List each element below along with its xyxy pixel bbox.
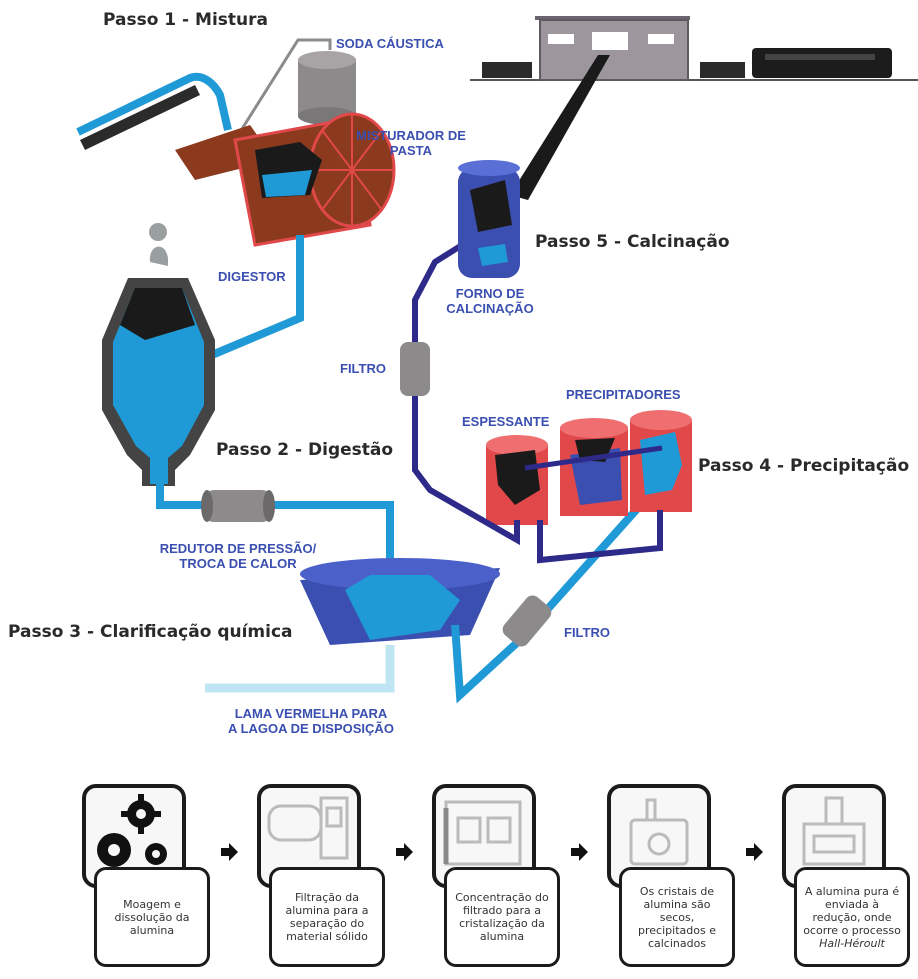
step-4-title: Passo 4 - Precipitação bbox=[698, 456, 910, 476]
return-pipe bbox=[412, 237, 520, 546]
flow-card-5-text: A alumina pura é enviada à redução, onde… bbox=[794, 867, 910, 967]
soda-pipe bbox=[233, 38, 332, 141]
digestor bbox=[102, 223, 215, 486]
flow-card-5: A alumina pura é enviada à redução, onde… bbox=[768, 784, 910, 969]
flow-card-3-text: Concentração do filtrado para a cristali… bbox=[444, 867, 560, 967]
flow-card-1: Moagem e dissolução da alumina bbox=[68, 784, 210, 969]
red-mud-label-line1: LAMA VERMELHA PARA bbox=[234, 706, 388, 721]
kiln-label-line2: CALCINAÇÃO bbox=[446, 301, 534, 316]
bauxite-chute bbox=[510, 55, 610, 200]
locomotive bbox=[752, 48, 892, 78]
loading-station bbox=[535, 16, 690, 81]
step-1-title: Passo 1 - Mistura bbox=[103, 10, 268, 30]
train bbox=[482, 48, 892, 78]
mixer-label-line1: MISTURADOR DE bbox=[356, 128, 466, 143]
digest-pipe bbox=[156, 480, 394, 575]
arrow-right-icon bbox=[221, 843, 238, 861]
mixer-label-line2: PASTA bbox=[389, 143, 433, 158]
arrow-right-icon bbox=[571, 843, 588, 861]
filter-top-label: FILTRO bbox=[340, 361, 386, 376]
reducer-label-line2: TROCA DE CALOR bbox=[179, 556, 297, 571]
heat-exchanger bbox=[201, 490, 275, 522]
flow-card-1-text: Moagem e dissolução da alumina bbox=[94, 867, 210, 967]
kiln-label-line1: FORNO DE bbox=[455, 286, 525, 301]
flow-card-4-text: Os cristais de alumina são secos, precip… bbox=[619, 867, 735, 967]
arrow-right-icon bbox=[746, 843, 763, 861]
mixer-label: MISTURADOR DE PASTA bbox=[356, 128, 466, 158]
reducer-label-line1: REDUTOR DE PRESSÃO/ bbox=[159, 541, 317, 556]
step-3-title: Passo 3 - Clarificação química bbox=[8, 622, 293, 642]
filter-bottom-label: FILTRO bbox=[564, 625, 610, 640]
filter-top bbox=[400, 342, 430, 396]
thickener-label: ESPESSANTE bbox=[462, 414, 550, 429]
ore-feed bbox=[76, 72, 232, 136]
step-2-title: Passo 2 - Digestão bbox=[216, 440, 394, 460]
flow-card-2-text: Filtração da alumina para a separação do… bbox=[269, 867, 385, 967]
digestor-label: DIGESTOR bbox=[218, 269, 286, 284]
arrow-right-icon bbox=[396, 843, 413, 861]
calcination-kiln bbox=[458, 160, 520, 278]
transfer-pipe bbox=[524, 445, 663, 471]
slurry-pipe bbox=[198, 235, 304, 364]
precipitators-label: PRECIPITADORES bbox=[566, 387, 681, 402]
liquor-pipe bbox=[451, 497, 648, 704]
mixer-drum bbox=[175, 112, 396, 247]
red-mud-label: LAMA VERMELHA PARA A LAGOA DE DISPOSIÇÃO bbox=[206, 706, 416, 736]
clarifier bbox=[300, 558, 500, 645]
process-flow-strip: Moagem e dissolução da alumina Filtração… bbox=[0, 760, 918, 979]
flow-card-3: Concentração do filtrado para a cristali… bbox=[418, 784, 560, 969]
step-5-title: Passo 5 - Calcinação bbox=[535, 232, 730, 252]
flow-card-4: Os cristais de alumina são secos, precip… bbox=[593, 784, 735, 969]
reducer-label: REDUTOR DE PRESSÃO/ TROCA DE CALOR bbox=[138, 541, 338, 571]
process-drawing bbox=[76, 16, 918, 704]
red-mud-label-line2: A LAGOA DE DISPOSIÇÃO bbox=[228, 721, 394, 736]
flow-card-2: Filtração da alumina para a separação do… bbox=[243, 784, 385, 969]
soda-label: SODA CÁUSTICA bbox=[336, 36, 444, 51]
conveyor-belt bbox=[80, 85, 200, 150]
kiln-label: FORNO DE CALCINAÇÃO bbox=[438, 286, 542, 316]
soda-tank bbox=[298, 51, 356, 125]
red-mud-pipe bbox=[205, 645, 395, 693]
bayer-process-diagram: Passo 1 - Mistura Passo 2 - Digestão Pas… bbox=[8, 10, 918, 736]
filter-bottom bbox=[502, 595, 552, 647]
